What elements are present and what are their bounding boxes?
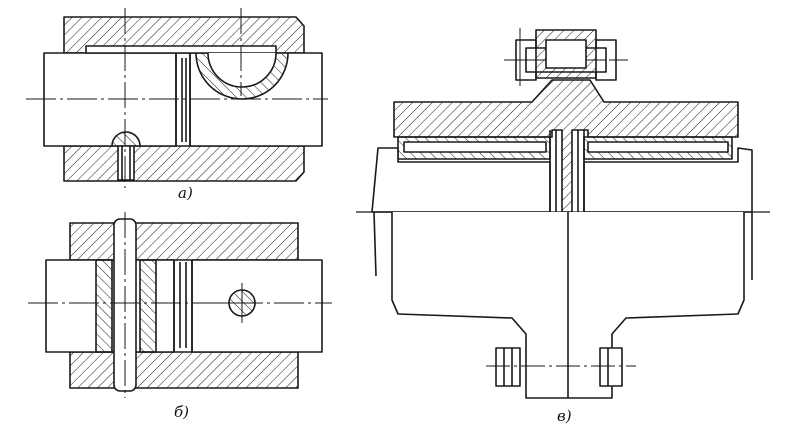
- view-c-lower-bolt-right: [599, 347, 623, 387]
- label-view-a: а): [178, 184, 193, 202]
- view-a-sleeve-coupling: [26, 8, 328, 188]
- view-a-key: [85, 45, 277, 54]
- view-b-pin-coupling: [28, 212, 332, 398]
- label-view-c: в): [557, 407, 572, 425]
- view-c-upper-flange: [393, 79, 739, 213]
- view-c-top-bolt: [504, 28, 628, 86]
- view-b-right-shaft: [191, 259, 323, 353]
- label-view-b: б): [174, 403, 190, 421]
- view-a-sleeve-bottom: [63, 145, 305, 182]
- view-c-flange-coupling: [356, 28, 770, 399]
- view-a-pin: [111, 131, 141, 147]
- view-c-lower-bolt-left: [495, 347, 521, 387]
- view-b-sleeve-top: [69, 222, 299, 261]
- view-b-sleeve-bottom: [69, 351, 299, 389]
